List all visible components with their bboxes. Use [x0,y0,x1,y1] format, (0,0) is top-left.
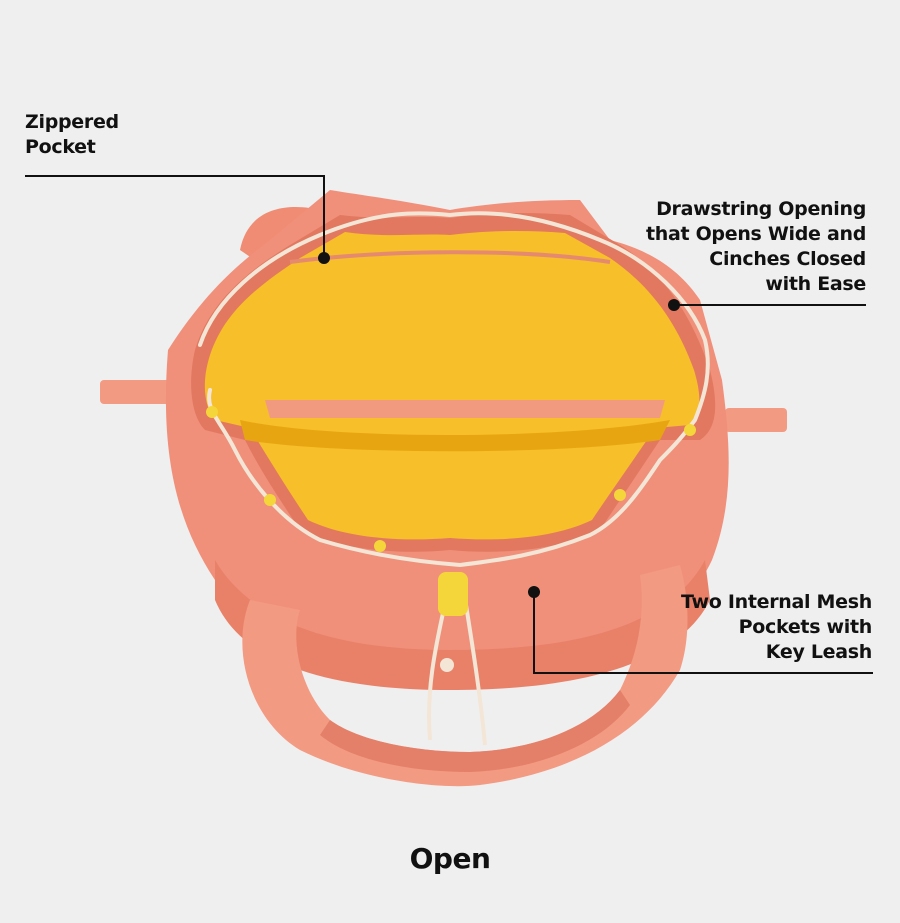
view-caption: Open [409,842,491,875]
right-webbing-tab [725,408,787,432]
leader-zippered-pocket [25,175,325,258]
eyelet [684,424,696,436]
callout-zippered-pocket: Zippered Pocket [25,110,119,160]
callout-line: Pockets with [738,616,873,638]
left-webbing-tab [100,380,170,404]
callout-line: Two Internal Mesh [680,591,872,613]
marker-dot-mesh-pockets [528,586,540,598]
callout-line: Cinches Closed [709,248,866,270]
eyelet [206,406,218,418]
bag-front-panel [215,560,710,690]
callout-line: Key Leash [765,641,873,663]
eyelet [264,494,276,506]
front-snap-button [440,658,454,672]
eyelet [374,540,386,552]
lining-shadow [240,420,670,452]
callout-line: with Ease [765,273,866,295]
leader-lines [25,175,873,674]
callout-line: Zippered [25,111,119,133]
bag-lining [204,230,700,540]
leader-mesh-pockets [533,592,873,674]
marker-dot-drawstring [668,299,680,311]
callout-mesh-pockets: Two Internal Mesh Pockets with Key Leash [681,590,872,665]
inner-divider-strap [265,400,665,418]
callout-line: Drawstring Opening [656,198,866,220]
callout-line: Pocket [25,136,96,158]
cord-toggle [438,572,468,616]
front-handle-shadow [320,690,630,772]
eyelet [614,489,626,501]
marker-dot-zippered-pocket [318,252,330,264]
callout-line: that Opens Wide and [645,223,866,245]
callout-drawstring-opening: Drawstring Opening that Opens Wide and C… [646,197,866,297]
